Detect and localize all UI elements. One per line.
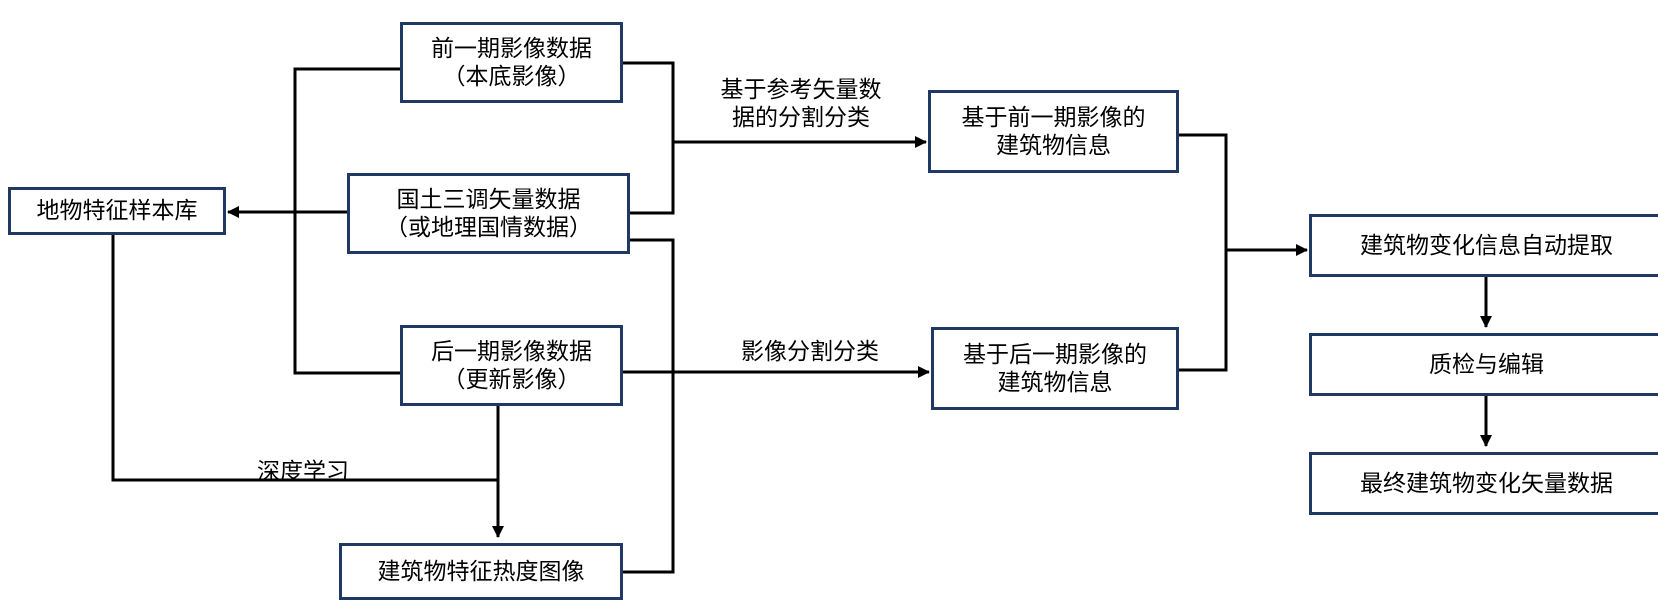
heatmap-box: 建筑物特征热度图像 xyxy=(339,543,623,600)
edge-label-deep-learning-line1: 深度学习 xyxy=(257,459,349,485)
feature-library-text: 地物特征样本库 xyxy=(36,198,198,224)
heatmap-text: 建筑物特征热度图像 xyxy=(377,558,585,585)
post-image-box: 后一期影像数据 （更新影像） xyxy=(400,325,623,406)
post-building-title: 基于后一期影像的 xyxy=(963,341,1147,368)
qc-edit-box: 质检与编辑 xyxy=(1309,333,1658,396)
connector-building-merge xyxy=(1179,133,1228,372)
feature-library-box: 地物特征样本库 xyxy=(8,187,226,235)
prev-image-subtitle: （本底影像） xyxy=(442,63,581,90)
vector-data-box: 国土三调矢量数据 （或地理国情数据） xyxy=(347,173,630,254)
auto-extract-box: 建筑物变化信息自动提取 xyxy=(1309,214,1658,277)
post-image-subtitle: （更新影像） xyxy=(442,366,581,393)
connector-vector-heatmap xyxy=(623,238,675,574)
connector-prev-vector-merge xyxy=(623,61,675,215)
final-vector-box: 最终建筑物变化矢量数据 xyxy=(1309,452,1658,515)
post-building-box: 基于后一期影像的 建筑物信息 xyxy=(931,327,1179,410)
qc-edit-text: 质检与编辑 xyxy=(1429,351,1544,378)
post-image-title: 后一期影像数据 xyxy=(431,338,592,365)
prev-building-subtitle: 建筑物信息 xyxy=(996,132,1111,159)
vector-data-title: 国土三调矢量数据 xyxy=(396,186,581,213)
final-vector-text: 最终建筑物变化矢量数据 xyxy=(1360,470,1613,497)
edge-label-ref-vector-seg-line1: 基于参考矢量数 xyxy=(720,77,882,103)
edge-label-ref-vector-seg: 基于参考矢量数 据的分割分类 xyxy=(708,76,894,132)
connector-prev-image-left xyxy=(293,67,400,375)
edge-label-ref-vector-seg-line2: 据的分割分类 xyxy=(732,105,870,131)
post-building-subtitle: 建筑物信息 xyxy=(997,369,1113,396)
connector-deep-learning xyxy=(111,233,498,482)
edge-label-image-seg-line1: 影像分割分类 xyxy=(741,339,879,365)
prev-building-title: 基于前一期影像的 xyxy=(961,104,1146,131)
prev-image-box: 前一期影像数据 （本底影像） xyxy=(400,22,623,103)
edge-label-deep-learning: 深度学习 xyxy=(248,458,358,486)
edge-label-image-seg: 影像分割分类 xyxy=(720,338,900,366)
prev-building-box: 基于前一期影像的 建筑物信息 xyxy=(928,90,1179,173)
prev-image-title: 前一期影像数据 xyxy=(431,35,592,62)
auto-extract-text: 建筑物变化信息自动提取 xyxy=(1360,232,1613,259)
vector-data-subtitle: （或地理国情数据） xyxy=(385,214,592,241)
